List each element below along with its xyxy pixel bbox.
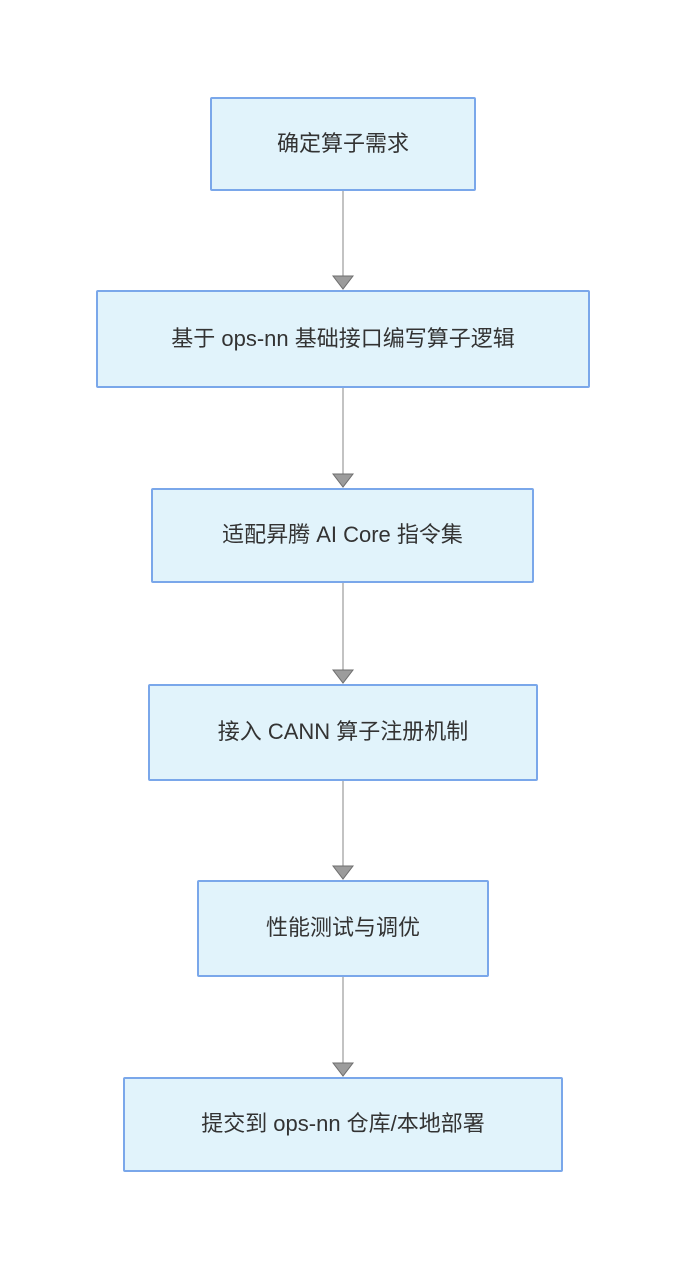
arrow-shaft <box>342 977 344 1065</box>
arrow-down-1 <box>332 191 354 290</box>
arrow-head-icon <box>332 275 354 290</box>
arrow-down-2 <box>332 388 354 488</box>
arrow-shaft <box>342 583 344 672</box>
flow-node-label: 确定算子需求 <box>276 130 409 156</box>
arrow-down-3 <box>332 583 354 684</box>
flow-node-cann-operator-registration: 接入 CANN 算子注册机制 <box>148 684 538 781</box>
flow-node-label: 提交到 ops-nn 仓库/本地部署 <box>201 1111 485 1137</box>
arrow-down-4 <box>332 781 354 880</box>
arrow-head-icon <box>332 473 354 488</box>
arrow-head-icon <box>332 865 354 880</box>
flow-node-write-operator-logic: 基于 ops-nn 基础接口编写算子逻辑 <box>96 290 590 388</box>
arrow-head-icon <box>332 669 354 684</box>
flow-node-define-operator-requirements: 确定算子需求 <box>210 97 476 191</box>
flow-node-label: 接入 CANN 算子注册机制 <box>217 719 469 745</box>
arrow-shaft <box>342 781 344 868</box>
flow-node-label: 基于 ops-nn 基础接口编写算子逻辑 <box>171 325 515 351</box>
flow-node-performance-test-tuning: 性能测试与调优 <box>197 880 489 977</box>
arrow-down-5 <box>332 977 354 1077</box>
flow-node-label: 适配昇腾 AI Core 指令集 <box>222 522 463 548</box>
arrow-shaft <box>342 388 344 476</box>
flow-node-label: 性能测试与调优 <box>265 915 420 941</box>
flow-node-adapt-ai-core-instruction-set: 适配昇腾 AI Core 指令集 <box>151 488 534 583</box>
arrow-head-icon <box>332 1062 354 1077</box>
arrow-shaft <box>342 191 344 278</box>
flow-node-submit-repo-local-deploy: 提交到 ops-nn 仓库/本地部署 <box>123 1077 563 1172</box>
